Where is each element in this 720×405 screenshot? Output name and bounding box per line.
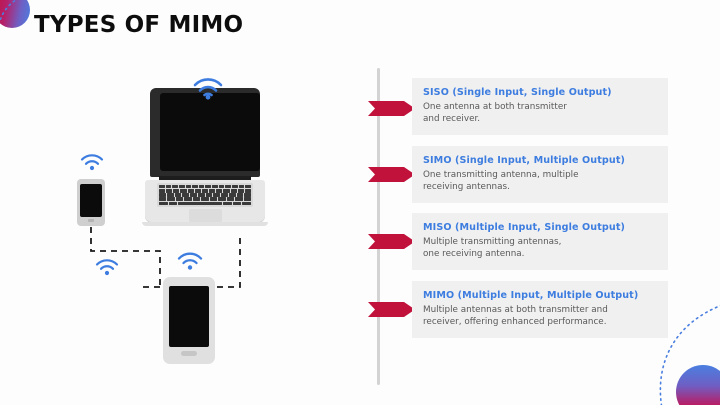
timeline-item-heading: SISO (Single Input, Single Output) (423, 87, 612, 98)
arrow-marker-icon (368, 101, 415, 116)
dotted-arc-top-left-icon (0, 0, 18, 25)
timeline-item-heading: MISO (Multiple Input, Single Output) (423, 222, 625, 233)
wifi-icon (94, 256, 120, 276)
dotted-arc-bottom-right-icon (659, 305, 720, 405)
mimo-types-timeline: SISO (Single Input, Single Output) One a… (360, 0, 720, 405)
arrow-marker-icon (368, 302, 415, 317)
gradient-circle-bottom-right-icon (676, 365, 720, 405)
timeline-item-heading: SIMO (Single Input, Multiple Output) (423, 155, 625, 166)
timeline-card: SIMO (Single Input, Multiple Output) One… (412, 146, 668, 204)
smartphone-left-device (77, 179, 105, 226)
timeline-card: SISO (Single Input, Single Output) One a… (412, 78, 668, 136)
arrow-marker-icon (368, 234, 415, 249)
mimo-illustration (0, 55, 360, 395)
laptop-foot (142, 222, 268, 226)
laptop-trackpad (189, 209, 222, 222)
smartphone-bottom-home-button (181, 351, 197, 356)
timeline-item-body: Multiple transmitting antennas, one rece… (423, 237, 562, 260)
smartphone-bottom-screen (169, 286, 209, 347)
laptop-keyboard (157, 183, 253, 207)
wifi-icon (176, 249, 204, 271)
timeline-item-heading: MIMO (Multiple Input, Multiple Output) (423, 290, 639, 301)
timeline-item[interactable]: SIMO (Single Input, Multiple Output) One… (412, 146, 668, 204)
timeline-item[interactable]: SISO (Single Input, Single Output) One a… (412, 78, 668, 136)
smartphone-left-home-button (88, 219, 94, 222)
timeline-item-body: One antenna at both transmitter and rece… (423, 102, 567, 125)
laptop-lid (150, 88, 260, 177)
laptop-device (142, 88, 268, 233)
smartphone-left-screen (80, 184, 102, 217)
wifi-icon (191, 74, 225, 100)
timeline-card: MISO (Multiple Input, Single Output) Mul… (412, 213, 668, 271)
laptop-screen (160, 93, 260, 171)
dashed-connection-lines (90, 227, 241, 288)
laptop-hinge (159, 176, 251, 181)
smartphone-bottom-device (163, 277, 215, 364)
timeline-item-body: Multiple antennas at both transmitter an… (423, 305, 608, 328)
timeline-item[interactable]: MIMO (Multiple Input, Multiple Output) M… (412, 281, 668, 339)
timeline-card: MIMO (Multiple Input, Multiple Output) M… (412, 281, 668, 339)
timeline-vertical-line (377, 68, 380, 385)
arrow-marker-icon (368, 167, 415, 182)
page-title: TYPES OF MIMO (34, 12, 244, 38)
wifi-icon (79, 151, 105, 171)
timeline-item[interactable]: MISO (Multiple Input, Single Output) Mul… (412, 213, 668, 271)
timeline-item-body: One transmitting antenna, multiple recei… (423, 170, 579, 193)
